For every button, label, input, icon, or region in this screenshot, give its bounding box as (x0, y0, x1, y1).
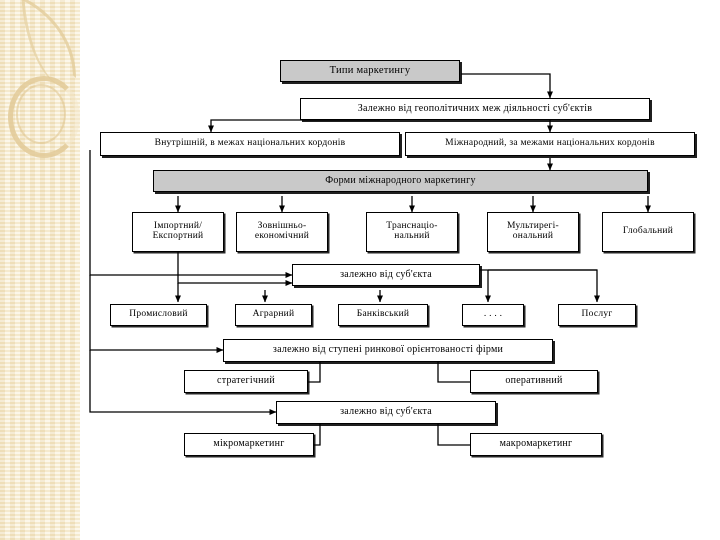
node-scale-macro[interactable]: макромаркетинг (470, 433, 602, 456)
node-form-import-export[interactable]: Імпортний/ Експортний (132, 212, 224, 252)
node-forms-header[interactable]: Форми міжнародного маркетингу (153, 170, 648, 192)
node-form-multiregional-line1: Мультирегі- (507, 221, 559, 232)
node-form-foreign-economic-line2: економічний (254, 231, 310, 241)
node-form-foreign-economic[interactable]: Зовнішньо- економічний (236, 212, 328, 252)
node-subject-agrarian[interactable]: Аграрний (235, 304, 312, 326)
node-subject-banking[interactable]: Банківський (338, 304, 428, 326)
node-form-transnational-line1: Транснаціо- (386, 221, 438, 232)
node-domestic[interactable]: Внутрішній, в межах національних кордоні… (100, 132, 400, 156)
node-form-global[interactable]: Глобальний (602, 212, 694, 252)
node-subject-services[interactable]: Послуг (558, 304, 636, 326)
node-orientation-strategic[interactable]: стратегічний (184, 370, 308, 393)
node-form-multiregional[interactable]: Мультирегі- ональний (487, 212, 579, 252)
node-geo-criterion[interactable]: Залежно від геополітичних меж діяльності… (300, 98, 650, 120)
node-form-import-export-line2: Експортний (152, 231, 204, 241)
node-subject-criterion-2[interactable]: залежно від суб'єкта (276, 401, 496, 424)
node-subject-industrial[interactable]: Промисловий (110, 304, 207, 326)
node-subject-ellipsis[interactable]: . . . . (462, 304, 524, 326)
node-form-multiregional-line2: ональний (512, 231, 554, 241)
node-orientation-criterion[interactable]: залежно від ступені ринкової орієнтовано… (223, 339, 553, 362)
node-international[interactable]: Міжнародний, за межами національних корд… (405, 132, 695, 156)
node-subject-criterion-1[interactable]: залежно від суб'єкта (292, 264, 480, 286)
node-form-transnational-line2: нальний (394, 231, 430, 241)
swirl-ring-icon (8, 76, 80, 158)
node-scale-micro[interactable]: мікромаркетинг (184, 433, 314, 456)
node-form-foreign-economic-line1: Зовнішньо- (257, 221, 307, 232)
node-form-transnational[interactable]: Транснаціо- нальний (366, 212, 458, 252)
node-root[interactable]: Типи маркетингу (280, 60, 460, 82)
node-orientation-operational[interactable]: оперативний (470, 370, 598, 393)
marketing-types-diagram: Типи маркетингу Залежно від геополітични… (80, 0, 720, 540)
decorative-side-band (0, 0, 80, 540)
node-form-import-export-line1: Імпортний/ (153, 221, 203, 232)
swirl-inner-ring-icon (16, 84, 66, 144)
